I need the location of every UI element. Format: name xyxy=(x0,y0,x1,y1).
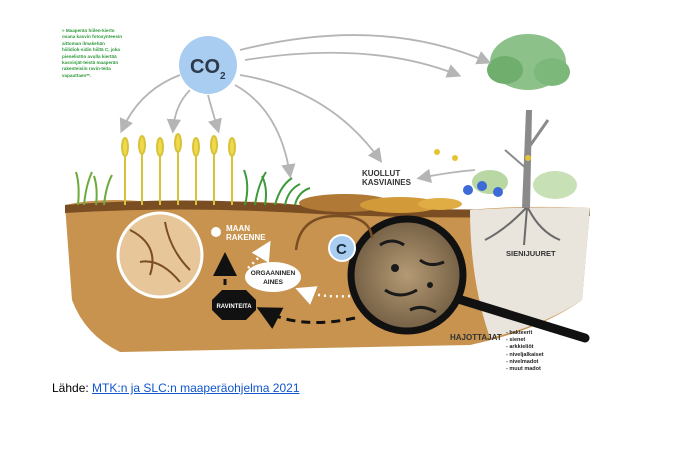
soil-carbon-cycle-diagram: CO 2 C ORGAANINEN xyxy=(65,34,590,352)
co2-bubble: CO 2 xyxy=(179,36,237,94)
carbon-node: C xyxy=(328,234,356,262)
decomposers-title: HAJOTTAJAT xyxy=(450,333,502,342)
dead-plants-line1: KUOLLUT xyxy=(362,169,400,178)
mycorrhiza-label: SIENIJUURET xyxy=(506,249,556,258)
co2-arrows xyxy=(119,34,492,183)
source-prefix: Lähde: xyxy=(52,381,93,395)
organic-matter-line1: ORGAANINEN xyxy=(251,270,296,277)
source-link[interactable]: MTK:n ja SLC:n maaperäohjelma 2021 xyxy=(92,381,300,395)
co2-label: CO xyxy=(190,56,220,78)
decomposer-item: - bakteerit xyxy=(506,330,533,336)
decomposer-item: - nivelmadot xyxy=(506,358,539,365)
co2-subscript: 2 xyxy=(220,71,226,82)
decomposers-list: - bakteerit - sienet - arkkieliöt - nive… xyxy=(506,330,544,373)
wheat-plants xyxy=(121,133,236,205)
decomposer-item: - niveljalkaiset xyxy=(506,351,544,358)
grass-clump xyxy=(243,169,311,206)
nutrients-label: RAVINTEITA xyxy=(216,304,252,310)
cycle-arrows xyxy=(213,214,374,329)
dead-plants-line2: KASVIAINES xyxy=(362,178,412,187)
seedlings xyxy=(75,171,113,206)
soil-aggregate-circle xyxy=(116,211,204,299)
source-caption: Lähde: MTK:n ja SLC:n maaperäohjelma 202… xyxy=(52,381,300,395)
decomposer-item: - sienet xyxy=(506,337,526,344)
soil-structure-line2: RAKENNE xyxy=(226,233,266,242)
organic-matter-line2: AINES xyxy=(263,279,284,286)
soil-structure-dot xyxy=(211,227,221,237)
decomposer-item: - arkkieliöt xyxy=(506,344,534,351)
organic-matter-bubble: ORGAANINEN AINES xyxy=(245,262,301,292)
intro-text: » Maaperän hiilen-kierto osana kasvin fo… xyxy=(62,28,122,78)
soil-structure-line1: MAAN xyxy=(226,224,250,233)
nutrients-badge: RAVINTEITA xyxy=(212,290,256,320)
carbon-label: C xyxy=(336,241,347,258)
flowers xyxy=(434,149,577,199)
decomposer-item: - muut madot xyxy=(506,366,541,373)
magnifier xyxy=(347,215,590,343)
dead-plant-litter xyxy=(299,194,462,213)
